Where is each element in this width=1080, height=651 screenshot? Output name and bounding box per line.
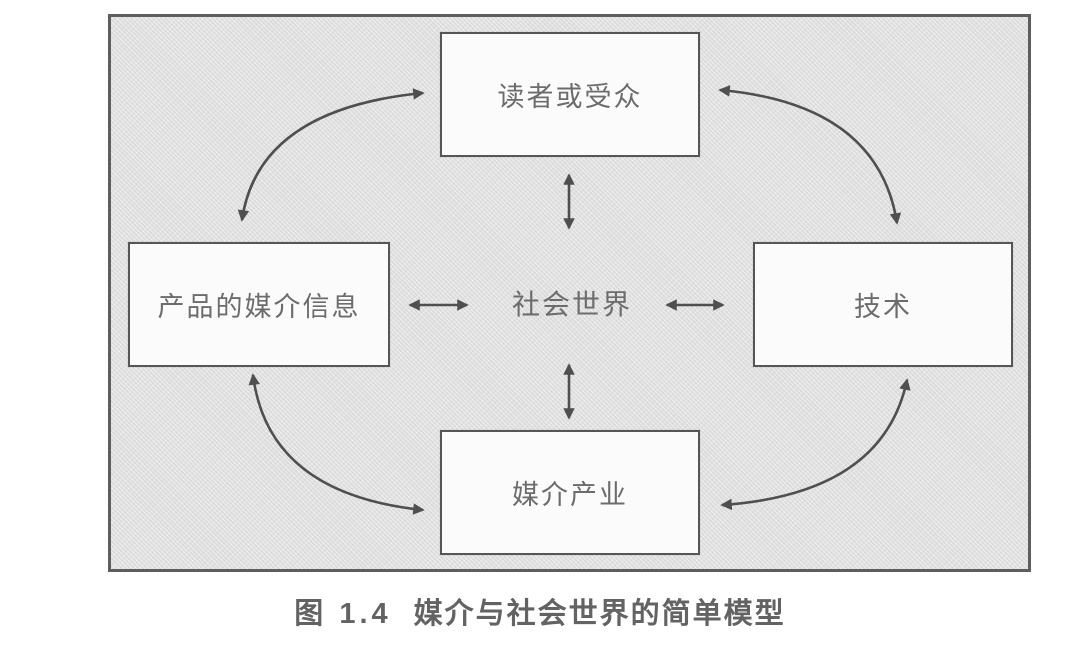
figure-title: 媒介与社会世界的简单模型	[413, 598, 786, 630]
node-technology: 技术	[753, 242, 1013, 367]
curved-arrow-left-to-bottom	[248, 373, 425, 515]
node-media-messages-of-products: 产品的媒介信息	[128, 242, 390, 367]
curved-arrow-bottom-to-right	[720, 378, 911, 511]
node-social-world-label: 社会世界	[511, 288, 633, 321]
node-media-industries-label: 媒介产业	[512, 480, 628, 511]
node-media-industries: 媒介产业	[440, 430, 700, 555]
curved-arrow-top-to-right	[718, 85, 902, 225]
figure-caption: 图 1.4 媒介与社会世界的简单模型	[0, 590, 1080, 632]
figure-number: 图 1.4	[294, 598, 392, 630]
arrow-layer	[237, 85, 911, 515]
node-media-messages-label: 产品的媒介信息	[157, 292, 361, 323]
diagram-panel: 读者或受众 产品的媒介信息 社会世界 技术 媒介产业	[108, 14, 1031, 572]
node-readers-audience: 读者或受众	[440, 32, 700, 157]
curved-arrow-left-to-top	[237, 88, 425, 222]
node-technology-label: 技术	[854, 292, 912, 323]
node-readers-audience-label: 读者或受众	[497, 82, 643, 113]
